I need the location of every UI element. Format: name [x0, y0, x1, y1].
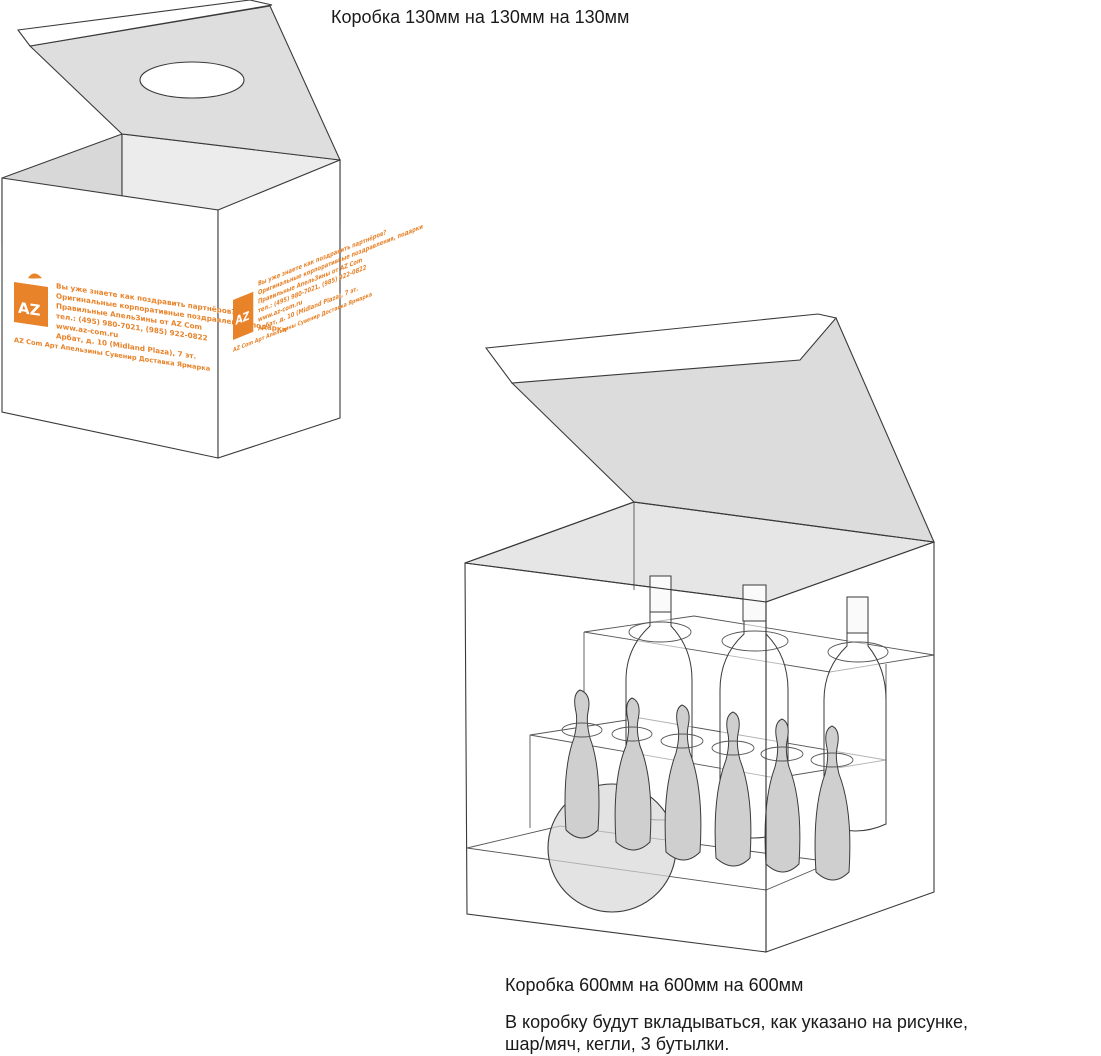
leaf-icon — [28, 273, 42, 279]
small-box-front-right — [217, 159, 341, 459]
pin-6-hole — [810, 752, 854, 768]
az-logo-icon-right — [233, 291, 254, 340]
bottle-3-hole — [827, 641, 889, 663]
description-line-2: шар/мяч, кегли, 3 бутылки. — [505, 1034, 730, 1054]
bottle-1-cap — [649, 575, 672, 613]
pin-4 — [711, 711, 755, 867]
pin-1-hole — [561, 722, 603, 738]
small-box: AZ Вы уже знаете как поздравить партнёро… — [1, 0, 423, 459]
pin-1 — [561, 689, 603, 839]
pin-3-body — [664, 704, 702, 861]
bottle-2-hole — [721, 630, 789, 652]
pin-6-body — [814, 725, 851, 881]
pin-4-hole — [711, 740, 755, 756]
pin-6 — [810, 725, 854, 881]
large-box-caption: Коробка 600мм на 600мм на 600мм — [505, 975, 804, 995]
pin-5-hole — [760, 746, 804, 762]
pins — [561, 689, 854, 881]
pin-5 — [760, 718, 804, 873]
contents-description: В коробку будут вкладываться, как указан… — [505, 1011, 968, 1055]
bottle-1-hole — [628, 621, 692, 643]
az-logo-icon — [14, 282, 48, 328]
large-box — [464, 313, 935, 953]
bottles — [625, 575, 889, 839]
large-box-top-back-left — [464, 501, 635, 564]
pin-5-body — [764, 718, 801, 873]
pin-3 — [660, 704, 704, 861]
pin-3-hole — [660, 733, 704, 749]
bottle-3-cap — [846, 596, 869, 634]
az-logo-text: AZ — [18, 299, 41, 320]
pin-2 — [611, 697, 653, 851]
large-box-front-right — [765, 541, 935, 953]
description-line-1: В коробку будут вкладываться, как указан… — [505, 1012, 969, 1032]
small-box-lid-flap — [16, 0, 273, 47]
pin-1-body — [564, 689, 600, 839]
small-box-caption: Коробка 130мм на 130мм на 130мм — [331, 7, 630, 27]
large-box-top-back-right — [633, 501, 935, 543]
small-box-lid-window — [139, 61, 245, 99]
pin-2-hole — [611, 726, 653, 742]
az-logo-text-right: AZ — [235, 309, 249, 329]
bottle-2-cap — [742, 584, 767, 622]
large-box-lid-flap — [484, 313, 838, 384]
pin-4-body — [714, 711, 752, 867]
pin-2-body — [614, 697, 652, 851]
